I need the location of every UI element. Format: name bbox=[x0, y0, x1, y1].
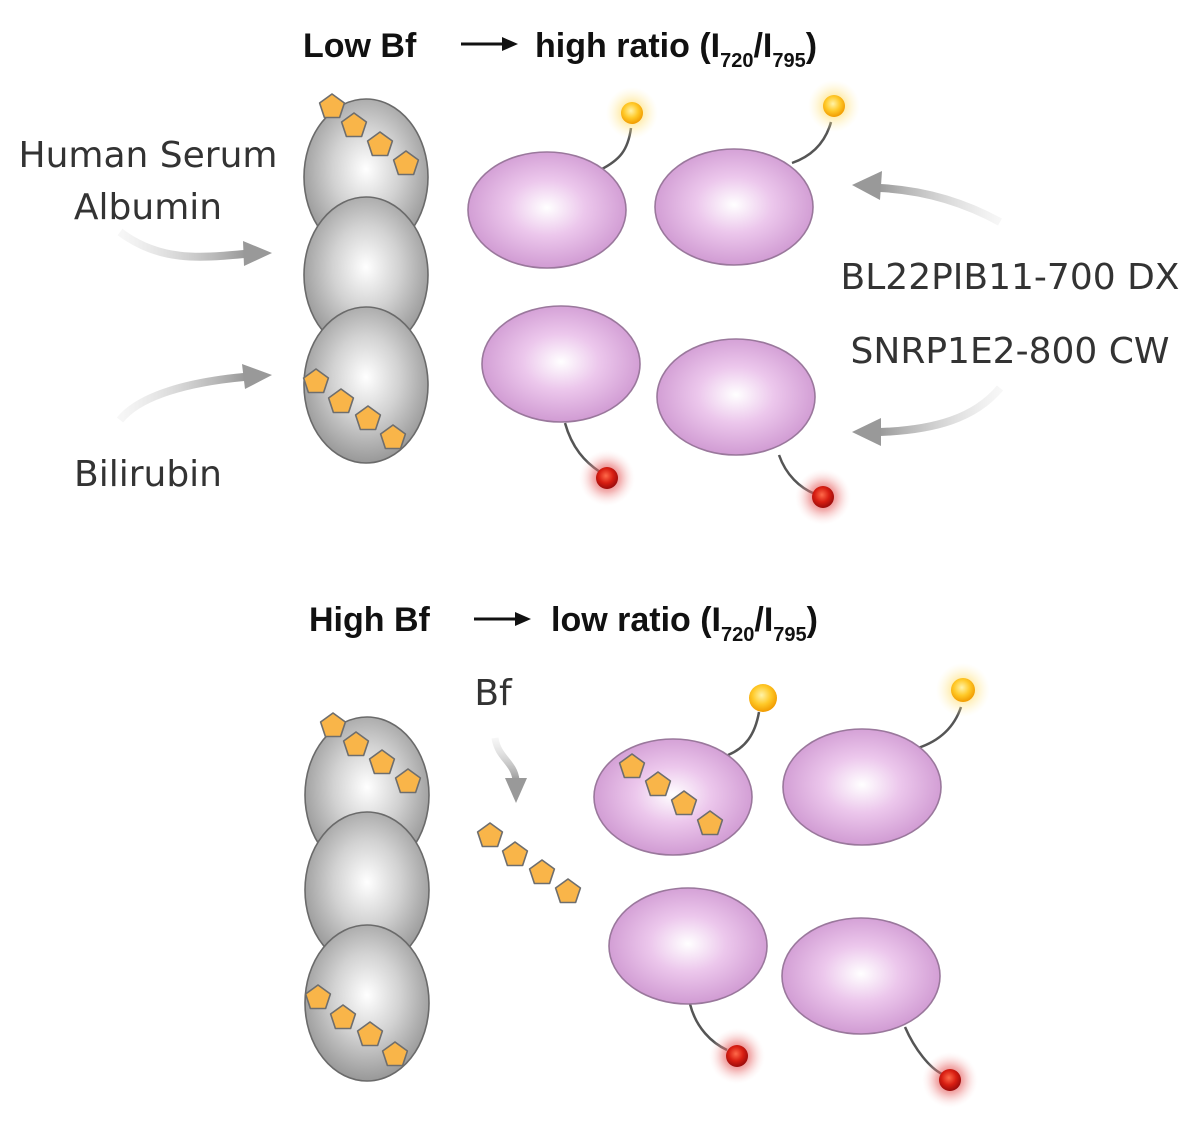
bilirubin-pentagon bbox=[554, 878, 582, 904]
protein-ellipse bbox=[782, 728, 942, 846]
curved-arrow-hsa bbox=[117, 228, 272, 266]
probe-800-top-right bbox=[656, 338, 851, 525]
albumin-stack-bottom bbox=[304, 716, 430, 1082]
bottom-title-ratio: low ratio (I720/I795) bbox=[551, 601, 818, 646]
hsa-label-line1: Human Serum bbox=[19, 135, 278, 176]
dye-800-dot bbox=[596, 467, 618, 489]
curved-arrow-bf bbox=[491, 737, 527, 803]
probe-800-bottom-right bbox=[781, 917, 978, 1108]
free-bilirubin-chain bbox=[476, 822, 582, 904]
probe-700-top-left bbox=[467, 87, 658, 269]
bilirubin-pentagon bbox=[501, 841, 529, 867]
albumin-domain bbox=[304, 924, 430, 1082]
bottom-title-left: High Bf bbox=[309, 601, 431, 639]
protein-ellipse bbox=[467, 151, 627, 269]
protein-ellipse bbox=[593, 738, 753, 856]
probe-800-bottom-left bbox=[608, 887, 768, 1084]
probe-800-label: SNRP1E2-800 CW bbox=[851, 331, 1170, 372]
bilirubin-pentagon bbox=[318, 93, 346, 119]
probe-700-bottom-right bbox=[782, 663, 990, 846]
protein-ellipse bbox=[656, 338, 816, 456]
bottom-title: High Bf low ratio (I720/I795) bbox=[309, 601, 818, 646]
top-title-left: Low Bf bbox=[303, 27, 417, 65]
bilirubin-pentagon bbox=[319, 712, 347, 738]
probe-800-top-left bbox=[481, 305, 641, 506]
dye-800-dot bbox=[812, 486, 834, 508]
probe-700-top-right bbox=[654, 80, 860, 266]
arrow-right-icon bbox=[461, 37, 518, 51]
dye-700-dot bbox=[951, 678, 975, 702]
albumin-domain bbox=[303, 306, 429, 464]
dye-800-dot bbox=[939, 1069, 961, 1091]
top-title: Low Bf high ratio (I720/I795) bbox=[303, 27, 817, 72]
dye-700-dot bbox=[823, 95, 845, 117]
bf-label: Bf bbox=[474, 673, 513, 714]
hsa-label-line2: Albumin bbox=[74, 187, 222, 228]
arrow-right-icon bbox=[474, 612, 531, 626]
protein-ellipse bbox=[481, 305, 641, 423]
probe-700-bottom-left-quenched bbox=[593, 684, 777, 856]
top-title-ratio: high ratio (I720/I795) bbox=[535, 27, 817, 72]
curved-arrow-probe-800 bbox=[852, 385, 1004, 446]
protein-ellipse bbox=[781, 917, 941, 1035]
albumin-stack-top bbox=[303, 98, 429, 464]
dye-800-dot bbox=[726, 1045, 748, 1067]
bilirubin-pentagon bbox=[528, 859, 556, 885]
probe-700-label: BL22PIB11-700 DX bbox=[841, 257, 1180, 298]
protein-ellipse bbox=[654, 148, 814, 266]
bilirubin-label: Bilirubin bbox=[74, 454, 222, 495]
bilirubin-pentagon bbox=[476, 822, 504, 848]
dye-700-dot bbox=[621, 102, 643, 124]
dye-700-dot bbox=[749, 684, 777, 712]
curved-arrow-bilirubin bbox=[116, 364, 272, 423]
protein-ellipse bbox=[608, 887, 768, 1005]
curved-arrow-probe-700 bbox=[852, 171, 1002, 226]
